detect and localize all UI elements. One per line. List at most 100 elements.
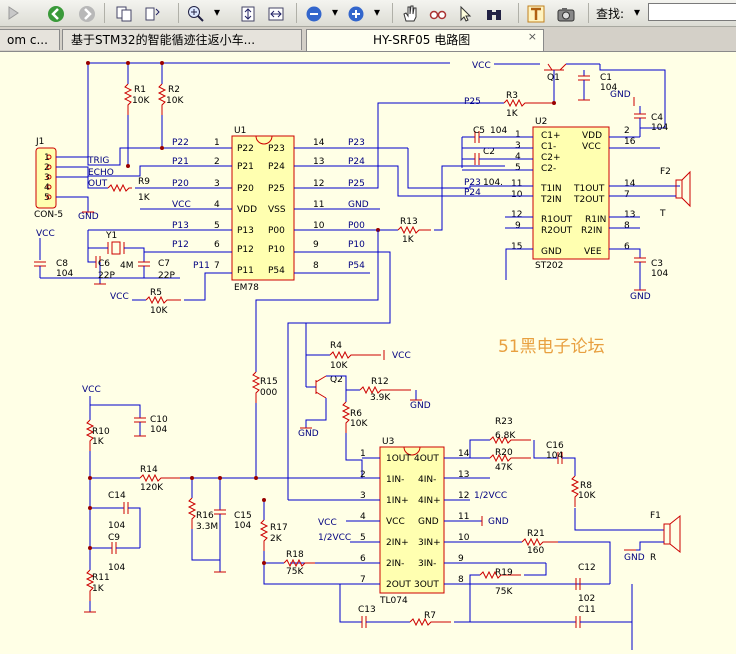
svg-text:P11: P11 — [193, 261, 210, 271]
svg-text:P23: P23 — [464, 178, 481, 188]
svg-text:104: 104 — [600, 83, 617, 93]
toolbar: ▾ ▾ ▾ 查找: ▾ — [0, 0, 736, 27]
r13-resistor — [397, 225, 431, 235]
svg-text:C14: C14 — [108, 491, 126, 501]
trig-label: TRIG — [87, 156, 109, 166]
svg-text:P25: P25 — [348, 179, 365, 189]
svg-text:75K: 75K — [495, 587, 513, 597]
zoom-dropdown-icon[interactable]: ▾ — [214, 5, 221, 19]
hand-icon[interactable] — [398, 2, 422, 26]
svg-text:1: 1 — [360, 449, 366, 459]
svg-text:GND: GND — [541, 247, 562, 257]
svg-text:VCC: VCC — [318, 518, 337, 528]
svg-text:2OUT: 2OUT — [386, 580, 411, 590]
forward-icon[interactable] — [75, 2, 99, 26]
tab-hy-srf05[interactable]: HY-SRF05 电路图 × — [306, 29, 544, 51]
svg-text:6: 6 — [214, 240, 220, 250]
svg-text:P10: P10 — [348, 240, 365, 250]
svg-text:10K: 10K — [578, 491, 596, 501]
svg-text:VEE: VEE — [584, 247, 602, 257]
svg-text:4: 4 — [214, 200, 220, 210]
svg-text:5: 5 — [515, 163, 521, 173]
echo-label: ECHO — [88, 168, 114, 178]
svg-text:1K: 1K — [92, 437, 105, 447]
select-icon[interactable] — [454, 2, 478, 26]
copy-page-icon[interactable] — [112, 2, 136, 26]
svg-text:15: 15 — [511, 242, 522, 252]
camera-icon[interactable] — [554, 2, 578, 26]
svg-text:6: 6 — [624, 242, 630, 252]
close-icon[interactable]: × — [527, 30, 537, 43]
zoom-plus-icon[interactable] — [344, 2, 368, 26]
tab-stm32[interactable]: 基于STM32的智能循迹往返小车... — [62, 29, 302, 50]
play-icon[interactable] — [2, 2, 26, 26]
svg-text:102: 102 — [578, 594, 595, 604]
find-input[interactable] — [648, 3, 736, 21]
rotate-icon[interactable] — [140, 2, 164, 26]
find-dropdown-icon[interactable]: ▾ — [634, 5, 641, 19]
svg-text:P21: P21 — [237, 162, 254, 172]
zoom-out-icon[interactable] — [302, 2, 326, 26]
svg-text:C13: C13 — [358, 605, 376, 615]
svg-text:R6: R6 — [350, 409, 362, 419]
back-icon[interactable] — [44, 2, 68, 26]
svg-text:1K: 1K — [402, 235, 415, 245]
zoom-in-icon[interactable] — [184, 2, 208, 26]
tab-bar: om c... 基于STM32的智能循迹往返小车... HY-SRF05 电路图… — [0, 27, 736, 52]
svg-text:P12: P12 — [172, 240, 189, 250]
svg-text:10: 10 — [511, 190, 523, 200]
u3-right-pins: 4OUT 4IN- 4IN+ GND 3IN+ 3IN- 3OUT 14 13 … — [414, 449, 470, 590]
text-icon[interactable] — [524, 2, 548, 26]
u1-label: U1 — [234, 126, 246, 136]
svg-text:R2: R2 — [168, 85, 180, 95]
svg-text:T: T — [659, 209, 666, 219]
svg-text:7: 7 — [214, 261, 220, 271]
binoculars-icon[interactable] — [482, 2, 506, 26]
svg-text:T2OUT: T2OUT — [573, 195, 605, 205]
zoom-plus-dropdown-icon[interactable]: ▾ — [374, 5, 381, 19]
fit-width-icon[interactable] — [264, 2, 288, 26]
svg-text:2: 2 — [624, 126, 630, 136]
svg-text:13: 13 — [458, 470, 469, 480]
svg-text:4OUT: 4OUT — [414, 454, 439, 464]
svg-text:R16: R16 — [196, 511, 214, 521]
r14-resistor — [139, 473, 201, 483]
schematic-canvas[interactable]: .w{stroke:#0000cc;stroke-width:1;fill:no… — [0, 52, 736, 650]
svg-text:9: 9 — [458, 554, 464, 564]
svg-text:C4: C4 — [651, 113, 663, 123]
svg-text:T2IN: T2IN — [540, 195, 562, 205]
svg-text:5: 5 — [44, 193, 50, 203]
svg-text:P12: P12 — [237, 245, 254, 255]
svg-text:1: 1 — [515, 130, 521, 140]
svg-text:P24: P24 — [348, 157, 365, 167]
svg-text:104: 104 — [651, 123, 668, 133]
svg-text:000: 000 — [260, 388, 277, 398]
svg-text:VCC: VCC — [472, 61, 491, 71]
tab-label: HY-SRF05 电路图 — [373, 33, 471, 47]
svg-text:P25: P25 — [268, 184, 285, 194]
glasses-icon[interactable] — [426, 2, 450, 26]
r10-resistor — [85, 419, 95, 451]
svg-text:VCC: VCC — [582, 142, 601, 152]
svg-text:9: 9 — [515, 221, 521, 231]
svg-text:12: 12 — [313, 179, 324, 189]
fit-page-icon[interactable] — [236, 2, 260, 26]
svg-text:C8: C8 — [56, 259, 68, 269]
r12-resistor — [359, 385, 411, 395]
svg-text:GND: GND — [610, 90, 631, 100]
svg-text:14: 14 — [313, 138, 325, 148]
r7-resistor — [409, 617, 451, 627]
svg-text:7: 7 — [360, 575, 366, 585]
u2-chip — [532, 126, 610, 260]
r18-resistor — [283, 558, 315, 568]
zoom-out-dropdown-icon[interactable]: ▾ — [332, 5, 339, 19]
svg-text:Q1: Q1 — [547, 73, 560, 83]
svg-text:T1IN: T1IN — [540, 184, 562, 194]
f1-transducer — [663, 523, 671, 545]
svg-text:GND: GND — [298, 429, 319, 439]
f2-transducer — [675, 179, 683, 199]
svg-text:1IN-: 1IN- — [386, 475, 404, 485]
svg-text:C10: C10 — [150, 415, 168, 425]
tab-om[interactable]: om c... — [0, 29, 60, 50]
svg-text:R: R — [650, 553, 656, 563]
